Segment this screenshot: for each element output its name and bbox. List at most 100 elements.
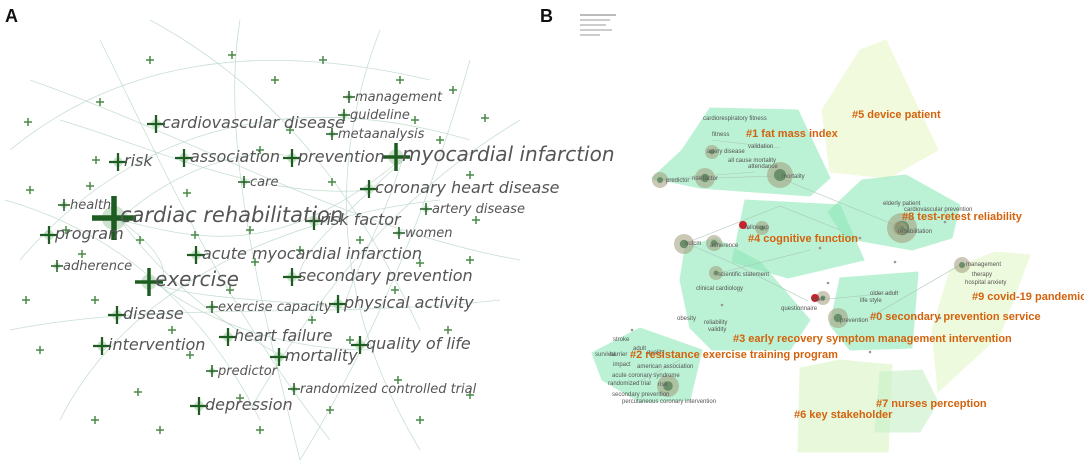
keyword-node [238,176,250,188]
keyword-node [136,236,144,244]
node-cross [343,91,355,103]
cluster-label-0: #0 secondary prevention service [870,311,1041,323]
cluster-link [779,205,841,231]
keyword-label: quality of life [366,334,471,353]
keyword-node [108,306,126,324]
keyword-node [288,383,300,395]
node-label: attendance [748,164,778,170]
node-core [833,313,843,323]
node-label: older adult [870,291,898,297]
keyword-node [444,326,452,334]
minor-node [943,220,947,224]
node-cross [109,153,127,171]
node-label: prevention [840,318,868,324]
keyword-node [206,301,218,313]
node-label: outcm [685,241,701,247]
keyword-label: mortality [285,346,358,365]
keyword-node [78,250,86,258]
keyword-node [270,348,288,366]
node-label: therapy [972,272,992,278]
keyword-node [62,226,70,234]
keyword-label: metaanalysis [338,127,425,142]
keyword-node [416,259,424,267]
keyword-node [135,268,163,296]
keyword-node [91,296,99,304]
node-core [679,239,689,249]
keyword-label: disease [123,304,184,323]
cluster-node [705,145,719,159]
node-label: quality [647,350,664,356]
minor-node [858,236,862,240]
keyword-node [343,91,355,103]
cluster-hull-5 [821,39,939,179]
node-label: survival [595,352,615,358]
minor-node [938,316,942,320]
cluster-label-2: #2 resistance exercise training program [630,349,838,361]
keyword-node [308,316,316,324]
node-label: all cause mortality [728,158,776,164]
node-core [759,225,765,231]
minor-node [630,328,634,332]
keyword-node [411,116,419,124]
keyword-node [51,260,63,272]
node-label: randomized trial [608,381,651,387]
cluster-link [631,359,681,386]
minor-node [818,246,822,250]
minor-node [893,260,897,264]
network-link [29,79,521,261]
node-label: scientific statement [718,272,769,278]
keyword-label: cardiac rehabilitation [120,203,343,227]
keyword-node [36,346,44,354]
cluster-hull-7 [874,369,939,433]
node-cross [420,203,432,215]
minor-node [720,303,724,307]
keyword-node [329,295,347,313]
node-label: impact [613,362,631,368]
keyword-node [481,114,489,122]
minor-node [868,350,872,354]
keyword-node [256,146,264,154]
keyword-node [256,426,264,434]
keyword-node [326,406,334,414]
node-cross [187,246,205,264]
cluster-label-3: #3 early recovery symptom management int… [733,333,1012,345]
node-label: cardiorespiratory fitness [703,116,767,122]
keyword-node [191,231,199,239]
node-cross [283,149,301,167]
cluster-link [774,175,903,229]
cluster-nodes [630,145,970,397]
node-core [711,240,717,246]
cluster-label-4: #4 cognitive function [748,233,858,245]
keyword-node [319,56,327,64]
keyword-label: care [250,175,278,190]
node-label: fitness [712,132,729,138]
cluster-label-9: #9 covid-19 pandemic [972,291,1084,303]
keyword-label: adherence [63,259,132,274]
cluster-node [706,235,722,251]
node-cross [326,128,338,140]
cluster-link [817,291,901,301]
network-link [119,153,301,221]
network-link [299,59,471,461]
cluster-link [864,264,961,321]
cluster-link [711,249,811,276]
node-cross [175,149,193,167]
keyword-node [360,180,378,198]
legend-line [580,19,610,21]
node-cross [219,328,237,346]
cluster-label-5: #5 device patient [852,109,941,121]
cluster-link [729,261,809,302]
cluster-node [657,375,679,397]
keyword-node [146,56,154,64]
cluster-node [695,168,715,188]
keyword-node [24,118,32,126]
node-label: stroke [613,337,630,343]
cluster-node [767,162,793,188]
keyword-node [109,153,127,171]
node-cross [351,336,369,354]
network-link [99,39,331,441]
keyword-label: randomized controlled trial [300,382,477,397]
